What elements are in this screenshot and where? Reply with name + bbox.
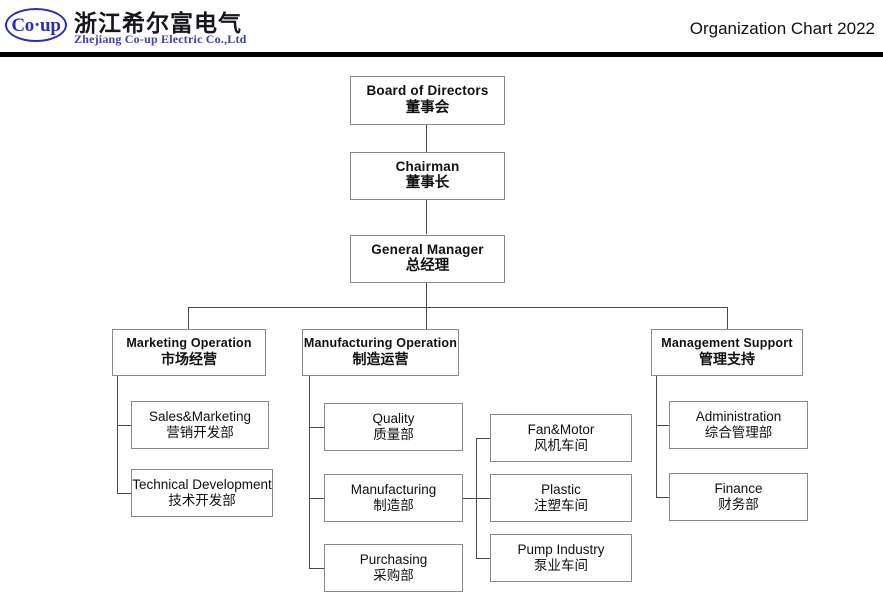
node-administration[interactable]: Administration 综合管理部 xyxy=(669,401,808,449)
node-label-en: Sales&Marketing xyxy=(148,408,252,424)
node-label-cn: 采购部 xyxy=(373,568,414,584)
connector-manufacturing-op-to-quality xyxy=(309,427,324,429)
node-label-en: Marketing Operation xyxy=(126,336,252,351)
node-label-en: Purchasing xyxy=(359,551,428,567)
connector-division-bus xyxy=(188,307,728,309)
connector-manufacturing-op-to-manufacturing xyxy=(309,498,324,500)
node-finance[interactable]: Finance 财务部 xyxy=(669,473,808,521)
connector-chairman-to-gm xyxy=(426,200,428,234)
node-quality[interactable]: Quality 质量部 xyxy=(324,403,463,451)
node-plastic[interactable]: Plastic 注塑车间 xyxy=(490,474,632,522)
node-label-en: Finance xyxy=(714,480,763,496)
logo-text: Co·up xyxy=(11,14,61,36)
connector-management-sup-to-administration xyxy=(656,425,669,427)
node-fan-motor[interactable]: Fan&Motor 风机车间 xyxy=(490,414,632,462)
node-label-cn: 注塑车间 xyxy=(534,498,588,514)
node-label-cn: 营销开发部 xyxy=(166,425,234,441)
node-label-cn: 技术开发部 xyxy=(168,493,236,509)
node-management-support[interactable]: Management Support 管理支持 xyxy=(651,329,803,376)
connector-workshop-to-fanmotor xyxy=(476,438,490,440)
node-manufacturing-operation[interactable]: Manufacturing Operation 制造运营 xyxy=(302,329,459,376)
node-label-cn: 质量部 xyxy=(373,427,414,443)
page-header: Co·up 浙江希尔富电气 Zhejiang Co-up Electric Co… xyxy=(0,0,883,52)
connector-bus-to-marketing-op xyxy=(188,307,190,335)
node-label-cn: 董事长 xyxy=(405,175,450,192)
connector-marketing-op-spine xyxy=(117,376,119,493)
node-general-manager[interactable]: General Manager 总经理 xyxy=(350,235,505,283)
node-label-en: General Manager xyxy=(371,241,484,257)
node-label-cn: 财务部 xyxy=(718,497,759,513)
connector-gm-stem xyxy=(426,283,428,335)
node-label-en: Plastic xyxy=(541,481,581,497)
node-marketing-operation[interactable]: Marketing Operation 市场经营 xyxy=(112,329,266,376)
brand-name-english: Zhejiang Co-up Electric Co.,Ltd xyxy=(74,32,247,46)
connector-workshop-to-plastic xyxy=(476,498,490,500)
connector-workshop-to-pump xyxy=(476,558,490,560)
node-sales-marketing[interactable]: Sales&Marketing 营销开发部 xyxy=(131,401,269,449)
node-label-en: Chairman xyxy=(395,158,460,174)
connector-manufacturing-to-workshop-bus xyxy=(463,498,476,500)
node-label-en: Manufacturing xyxy=(350,481,437,497)
node-label-cn: 市场经营 xyxy=(161,351,217,368)
node-label-cn: 风机车间 xyxy=(534,438,588,454)
connector-management-sup-spine xyxy=(656,376,658,497)
node-label-cn: 董事会 xyxy=(405,99,450,116)
node-label-en: Management Support xyxy=(661,336,793,351)
node-label-en: Fan&Motor xyxy=(527,421,595,437)
connector-manufacturing-op-spine xyxy=(309,376,311,568)
node-label-en: Quality xyxy=(372,410,415,426)
connector-bus-to-management-sup xyxy=(727,307,729,335)
connector-management-sup-to-finance xyxy=(656,497,669,499)
node-label-en: Pump Industry xyxy=(517,541,605,557)
node-manufacturing[interactable]: Manufacturing 制造部 xyxy=(324,474,463,522)
connector-marketing-op-to-sales xyxy=(117,425,131,427)
node-label-cn: 总经理 xyxy=(405,258,450,275)
company-logo-icon: Co·up xyxy=(5,8,67,42)
node-pump-industry[interactable]: Pump Industry 泵业车间 xyxy=(490,534,632,582)
header-divider xyxy=(0,52,883,57)
org-chart-canvas: Board of Directors 董事会 Chairman 董事长 Gene… xyxy=(0,57,883,597)
node-label-cn: 制造部 xyxy=(373,498,414,514)
node-label-cn: 制造运营 xyxy=(352,351,409,368)
document-title: Organization Chart 2022 xyxy=(689,19,875,38)
node-board-of-directors[interactable]: Board of Directors 董事会 xyxy=(350,76,505,125)
node-technical-development[interactable]: Technical Development 技术开发部 xyxy=(131,469,273,517)
node-purchasing[interactable]: Purchasing 采购部 xyxy=(324,544,463,592)
connector-board-to-chairman xyxy=(426,125,428,158)
node-label-en: Manufacturing Operation xyxy=(303,336,458,351)
node-chairman[interactable]: Chairman 董事长 xyxy=(350,152,505,200)
node-label-cn: 管理支持 xyxy=(699,351,755,368)
node-label-cn: 泵业车间 xyxy=(534,558,588,574)
connector-marketing-op-to-techdev xyxy=(117,493,131,495)
node-label-cn: 综合管理部 xyxy=(704,425,773,441)
node-label-en: Administration xyxy=(695,408,782,424)
connector-manufacturing-op-to-purchasing xyxy=(309,568,324,570)
node-label-en: Technical Development xyxy=(132,476,272,492)
node-label-en: Board of Directors xyxy=(366,83,489,99)
brand-name-chinese: 浙江希尔富电气 xyxy=(74,11,242,37)
